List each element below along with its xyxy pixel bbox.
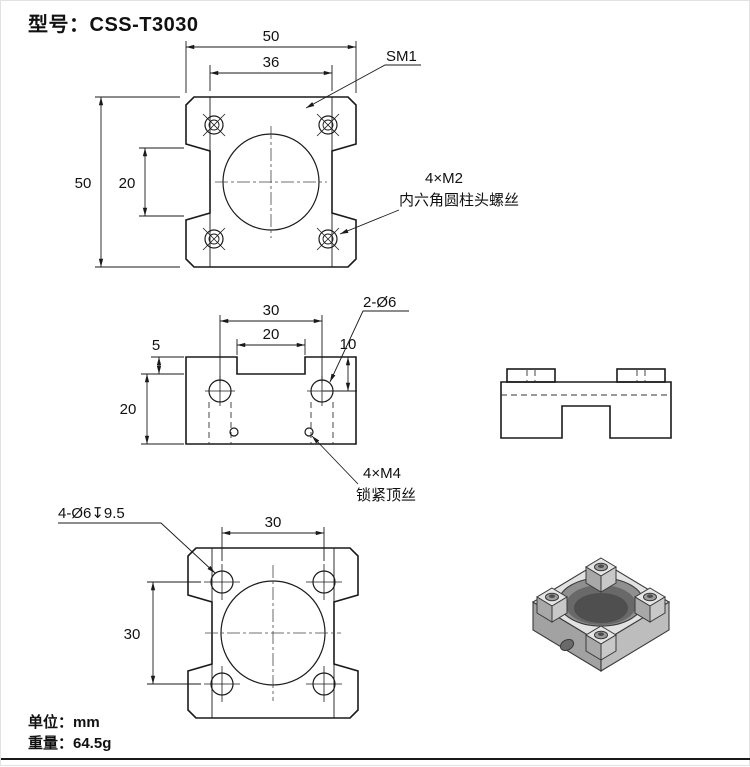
- m2-screw-icon: [316, 227, 340, 251]
- dim-height: 20: [120, 401, 137, 418]
- dim-width-outer: 50: [263, 28, 280, 45]
- label-counterbore: 4-Ø6↧9.5: [58, 505, 125, 522]
- m2-screw-icon: [316, 113, 340, 137]
- iso-side-hole: [559, 638, 575, 652]
- m2-leader: [339, 209, 400, 235]
- isometric-view: [531, 557, 671, 672]
- page-title: 型号：CSS-T3030: [28, 14, 199, 36]
- iso-bore-bottom: [574, 593, 628, 623]
- m4-setscrew: [304, 427, 314, 437]
- counterbore-hole: [203, 563, 241, 601]
- dim-hole-spacing-v: 30: [124, 626, 141, 643]
- dim-hole-offset: 10: [340, 336, 357, 353]
- unit-text: 单位：mm: [28, 714, 100, 731]
- side-view: [500, 368, 672, 439]
- dim-slot-width: 20: [263, 326, 280, 343]
- m2-screw-icon: [202, 113, 226, 137]
- dim-height-outer: 50: [75, 175, 92, 192]
- setscrew-leader: [311, 435, 359, 485]
- top-view: 50 36 50 20 SM1 4×M2 内六角圆柱头螺丝: [75, 28, 519, 268]
- dim-height-inner: 20: [119, 175, 136, 192]
- holes-leader: [329, 310, 409, 383]
- bottom-view-outline: [187, 547, 359, 719]
- m2-screw-icon: [202, 227, 226, 251]
- front-view-outline: [185, 356, 357, 445]
- dim-hole-spacing-h: 30: [265, 514, 282, 531]
- dim-hole-spacing: 30: [263, 302, 280, 319]
- m4-setscrew: [229, 427, 239, 437]
- label-screw-name: 内六角圆柱头螺丝: [399, 192, 519, 209]
- bottom-view: 30 30 4-Ø6↧9.5: [58, 505, 359, 719]
- side-lug: [506, 368, 556, 383]
- side-lug: [616, 368, 666, 383]
- label-setscrew-name: 锁紧顶丝: [356, 487, 416, 504]
- counterbore-hole: [305, 563, 343, 601]
- counterbore-hole: [305, 665, 343, 703]
- front-view: 30 20 5 10 20 2-Ø6 4×M4 锁紧: [120, 294, 416, 504]
- label-screw-spec: 4×M2: [425, 170, 463, 187]
- dim-width-inner: 36: [263, 54, 280, 71]
- weight-text: 重量：64.5g: [28, 735, 112, 752]
- label-setscrew-spec: 4×M4: [363, 465, 401, 482]
- label-holes: 2-Ø6: [363, 294, 396, 311]
- dim-lug-height: 5: [152, 337, 160, 354]
- bottom-rule: [1, 758, 750, 760]
- footer: 单位：mm 重量：64.5g: [28, 712, 111, 754]
- top-view-outline: [185, 96, 357, 268]
- side-view-outline: [500, 381, 672, 439]
- counterbore-leader: [58, 522, 216, 574]
- sm1-leader: [305, 64, 421, 109]
- label-sm1: SM1: [386, 48, 417, 65]
- counterbore-hole: [203, 665, 241, 703]
